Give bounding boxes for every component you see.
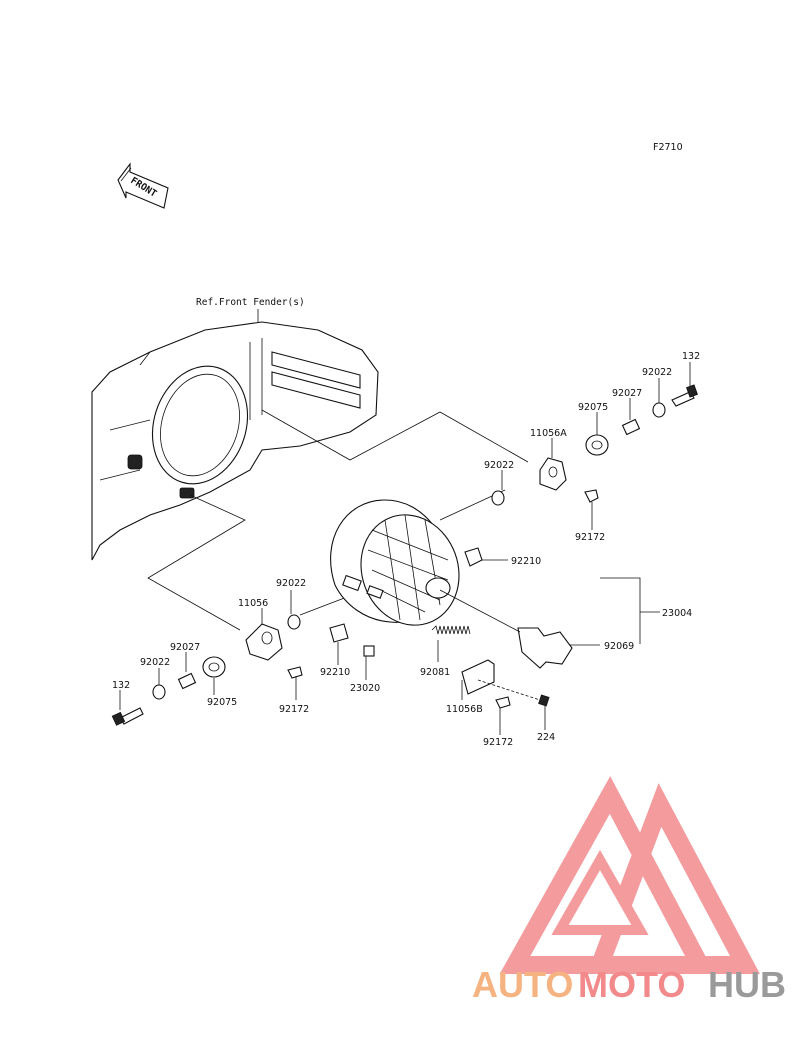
part-label-92075-right: 92075 (578, 402, 608, 413)
figure-code: F2710 (653, 142, 683, 153)
watermark-auto: AUTO (472, 964, 573, 1005)
part-label-11056: 11056 (238, 598, 268, 609)
screw-92172-bottom (495, 696, 511, 709)
part-label-11056A: 11056A (530, 428, 567, 439)
part-label-92027-right: 92027 (612, 388, 642, 399)
collar-92027-right (621, 418, 641, 436)
watermark-moto: MOTO (578, 964, 685, 1005)
nut-23020 (363, 645, 375, 657)
bracket-11056B (461, 659, 495, 695)
part-label-92081: 92081 (420, 667, 450, 678)
part-label-92022-top: 92022 (642, 367, 672, 378)
bulb (439, 589, 573, 669)
part-label-23020: 23020 (350, 683, 380, 694)
part-label-11056B: 11056B (446, 704, 483, 715)
collar-92027-left (177, 672, 197, 690)
adjusting-screw-224 (477, 679, 550, 707)
part-label-92022-far-left: 92022 (140, 657, 170, 668)
clip-92210-left (329, 623, 349, 643)
part-label-224: 224 (537, 732, 555, 743)
front-fender-housing (91, 321, 379, 561)
part-label-92210-left: 92210 (320, 667, 350, 678)
washer-92022-mid (491, 490, 505, 506)
front-arrow-icon (117, 162, 169, 209)
part-label-132-left: 132 (112, 680, 130, 691)
grommet-92075-right (585, 434, 609, 456)
headlight-unit (330, 499, 460, 626)
bracket-11056 (245, 623, 283, 661)
grommet-92075-left (202, 656, 226, 678)
part-label-92172-right: 92172 (575, 532, 605, 543)
bolt-132-left (111, 707, 144, 726)
clip-92210-right (464, 547, 483, 567)
part-label-92022-mid: 92022 (484, 460, 514, 471)
part-label-92210-right: 92210 (511, 556, 541, 567)
automotohub-logo (499, 776, 760, 974)
bolt-132-right (671, 384, 698, 407)
part-label-132-right: 132 (682, 351, 700, 362)
washer-92022-top (652, 402, 666, 418)
screw-92172-left (287, 666, 303, 679)
part-label-92022-left: 92022 (276, 578, 306, 589)
bracket-11056A (539, 457, 567, 491)
part-label-23004: 23004 (662, 608, 692, 619)
washer-92022-left (287, 614, 301, 630)
washer-92022-far-left (152, 684, 166, 700)
spring-92081 (431, 625, 471, 635)
part-label-92027-left: 92027 (170, 642, 200, 653)
part-label-92172-left: 92172 (279, 704, 309, 715)
part-label-92172-bottom: 92172 (483, 737, 513, 748)
watermark-hub: HUB (708, 964, 786, 1005)
screw-92172-right (584, 489, 599, 503)
ref-front-fender-label: Ref.Front Fender(s) (196, 297, 305, 308)
part-label-92069: 92069 (604, 641, 634, 652)
part-label-92075-left: 92075 (207, 697, 237, 708)
